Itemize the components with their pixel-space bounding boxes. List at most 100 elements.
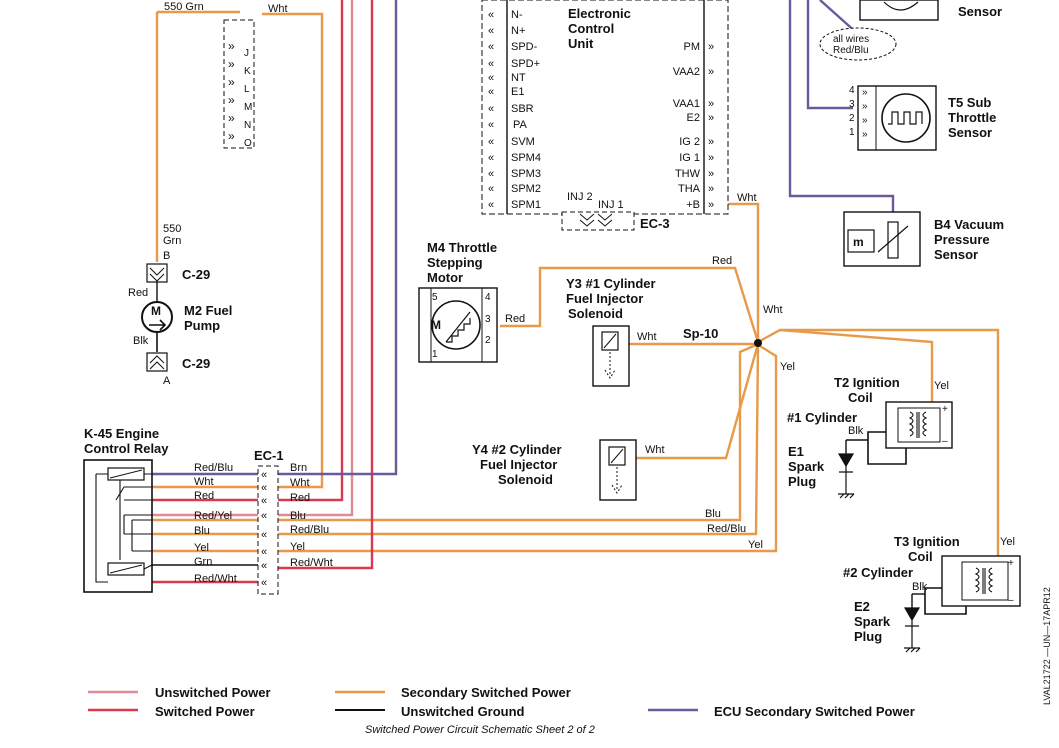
relay-right-wire: Red/Blu (290, 524, 329, 536)
injectors-group: Y3 #1 Cylinder Fuel Injector Solenoid Wh… (472, 276, 665, 501)
ecu-pin-right: IG 1 (679, 152, 700, 164)
t3-title-1: T3 Ignition (894, 534, 960, 549)
ecu-inj1-label: INJ 1 (598, 199, 624, 211)
relay-left-wire: Red/Blu (194, 462, 233, 474)
svg-text:«: « (488, 119, 494, 131)
legend-label-ecu: ECU Secondary Switched Power (714, 704, 915, 719)
svg-text:«: « (261, 546, 267, 558)
all-wires-label-2: Red/Blu (833, 45, 869, 56)
svg-text:«: « (488, 58, 494, 70)
connector-glyph: » (228, 129, 235, 143)
top-sensor-arc (883, 1, 919, 11)
e1-title-2: Spark (788, 459, 825, 474)
splice-group: Sp-10 Wht Yel (683, 304, 795, 373)
ecu-group: Electronic Control Unit N- N+ SPD- SPD+ … (481, 0, 757, 231)
relay-right-wire: Yel (290, 541, 305, 553)
connector-letter: O (244, 138, 252, 149)
m4-wire-red-top: Red (712, 255, 732, 267)
ecu-pin-right: PM (684, 41, 701, 53)
fuel-pump-group: 550 Grn B C-29 Red M M2 Fuel Pump Blk C-… (128, 223, 232, 387)
splice-wire-yel: Yel (780, 361, 795, 373)
legend-label-switched-power: Switched Power (155, 704, 255, 719)
wire-t2-blk (867, 431, 907, 465)
ecu-pin-right: VAA1 (673, 98, 700, 110)
legend-label-secondary: Secondary Switched Power (401, 685, 571, 700)
connector-strip-box (223, 19, 255, 149)
relay-left-wire: Grn (194, 556, 212, 568)
y4-title-2: Fuel Injector (480, 457, 557, 472)
relay-group: K-45 Engine Control Relay EC-1 ««« ««« «… (83, 426, 763, 595)
relay-title-1: K-45 Engine (84, 426, 159, 441)
connector-strip-top: 550 Grn Wht » » » » » » J K L M N O (164, 1, 288, 149)
legend-label-ground: Unswitched Ground (401, 704, 525, 719)
splice-dot (754, 339, 762, 347)
legend-label-unswitched-power: Unswitched Power (155, 685, 271, 700)
relay-connector-chevrons: ««« ««« «« (261, 469, 267, 589)
t3-title-2: Coil (908, 549, 933, 564)
wire-switched-red (278, 0, 374, 570)
svg-text:»: » (708, 136, 714, 148)
ecu-left-pins: N- N+ SPD- SPD+ NT E1 SBR PA SVM SPM4 SP… (511, 9, 541, 211)
stairstep-icon (445, 311, 471, 343)
wire-blu-long (278, 342, 759, 522)
svg-text:«: « (488, 25, 494, 37)
y4-arrow-icon (611, 467, 623, 494)
relay-conn-label: EC-1 (254, 448, 284, 463)
wire-ecu-purple (278, 0, 398, 476)
m4-motor-circle (431, 300, 481, 350)
ecu-title-1: Electronic (568, 6, 631, 21)
b4-sensor-inner (847, 229, 875, 253)
relay-left-wire: Red/Yel (194, 510, 232, 522)
pump-title-2: Pump (184, 318, 220, 333)
t3-minus: – (1008, 595, 1014, 606)
y3-arrow-icon (604, 352, 616, 379)
ecu-pin-left: NT (511, 72, 526, 84)
pump-connector-top (146, 263, 168, 283)
relay-right-wire: Red (290, 492, 310, 504)
all-wires-callout (819, 27, 897, 61)
diagram-caption: Switched Power Circuit Schematic Sheet 2… (365, 724, 595, 736)
pump-wire-blk: Blk (133, 335, 149, 347)
connector-glyph: » (228, 93, 235, 107)
ecu-pin-right: THW (675, 168, 701, 180)
t2-title-3: #1 Cylinder (787, 410, 857, 425)
ecu-inj-connector (561, 211, 635, 231)
connector-letter: J (244, 48, 249, 59)
wire-yel-long (278, 344, 778, 553)
ecu-pin-right: THA (678, 183, 701, 195)
wire-throttle-red (500, 266, 760, 343)
relay-connector-box (257, 465, 279, 595)
svg-text:»: » (708, 112, 714, 124)
relay-left-wire: Red/Wht (194, 573, 237, 585)
b4-resistor (887, 221, 899, 259)
ecu-pin-left: N- (511, 9, 523, 21)
ecu-pin-left: SVM (511, 136, 535, 148)
svg-text:»: » (708, 199, 714, 211)
svg-text:«: « (488, 152, 494, 164)
wire-group (152, 0, 1000, 615)
ecu-pin-right: VAA2 (673, 66, 700, 78)
chevron-up-icon (149, 355, 165, 370)
pump-conn-bottom-label: C-29 (182, 356, 210, 371)
e2-title-3: Plug (854, 629, 882, 644)
b4-title-2: Pressure (934, 232, 990, 247)
svg-text:«: « (488, 41, 494, 53)
relay-title-2: Control Relay (84, 441, 169, 456)
svg-text:«: « (488, 168, 494, 180)
e1-title-3: Plug (788, 474, 816, 489)
m4-title-2: Stepping (427, 255, 483, 270)
spark-plug-icon (903, 607, 921, 653)
m4-pin: 4 (485, 292, 491, 303)
y4-wire: Wht (645, 444, 665, 456)
svg-text:«: « (261, 495, 267, 507)
y3-title-3: Solenoid (568, 306, 623, 321)
svg-text:«: « (488, 9, 494, 21)
ecu-title-2: Control (568, 21, 614, 36)
t5-sensor-circle (881, 93, 931, 143)
throttle-motor-group: M4 Throttle Stepping Motor 5 4 3 2 1 M R… (418, 240, 732, 363)
t3-wire-yel: Yel (1000, 536, 1015, 548)
relay-right-wire: Red/Wht (290, 557, 333, 569)
connector-letter: N (244, 120, 251, 131)
svg-text:«: « (488, 183, 494, 195)
ecu-right-pins: PM VAA2 VAA1 E2 IG 2 IG 1 THW THA +B (673, 41, 701, 211)
